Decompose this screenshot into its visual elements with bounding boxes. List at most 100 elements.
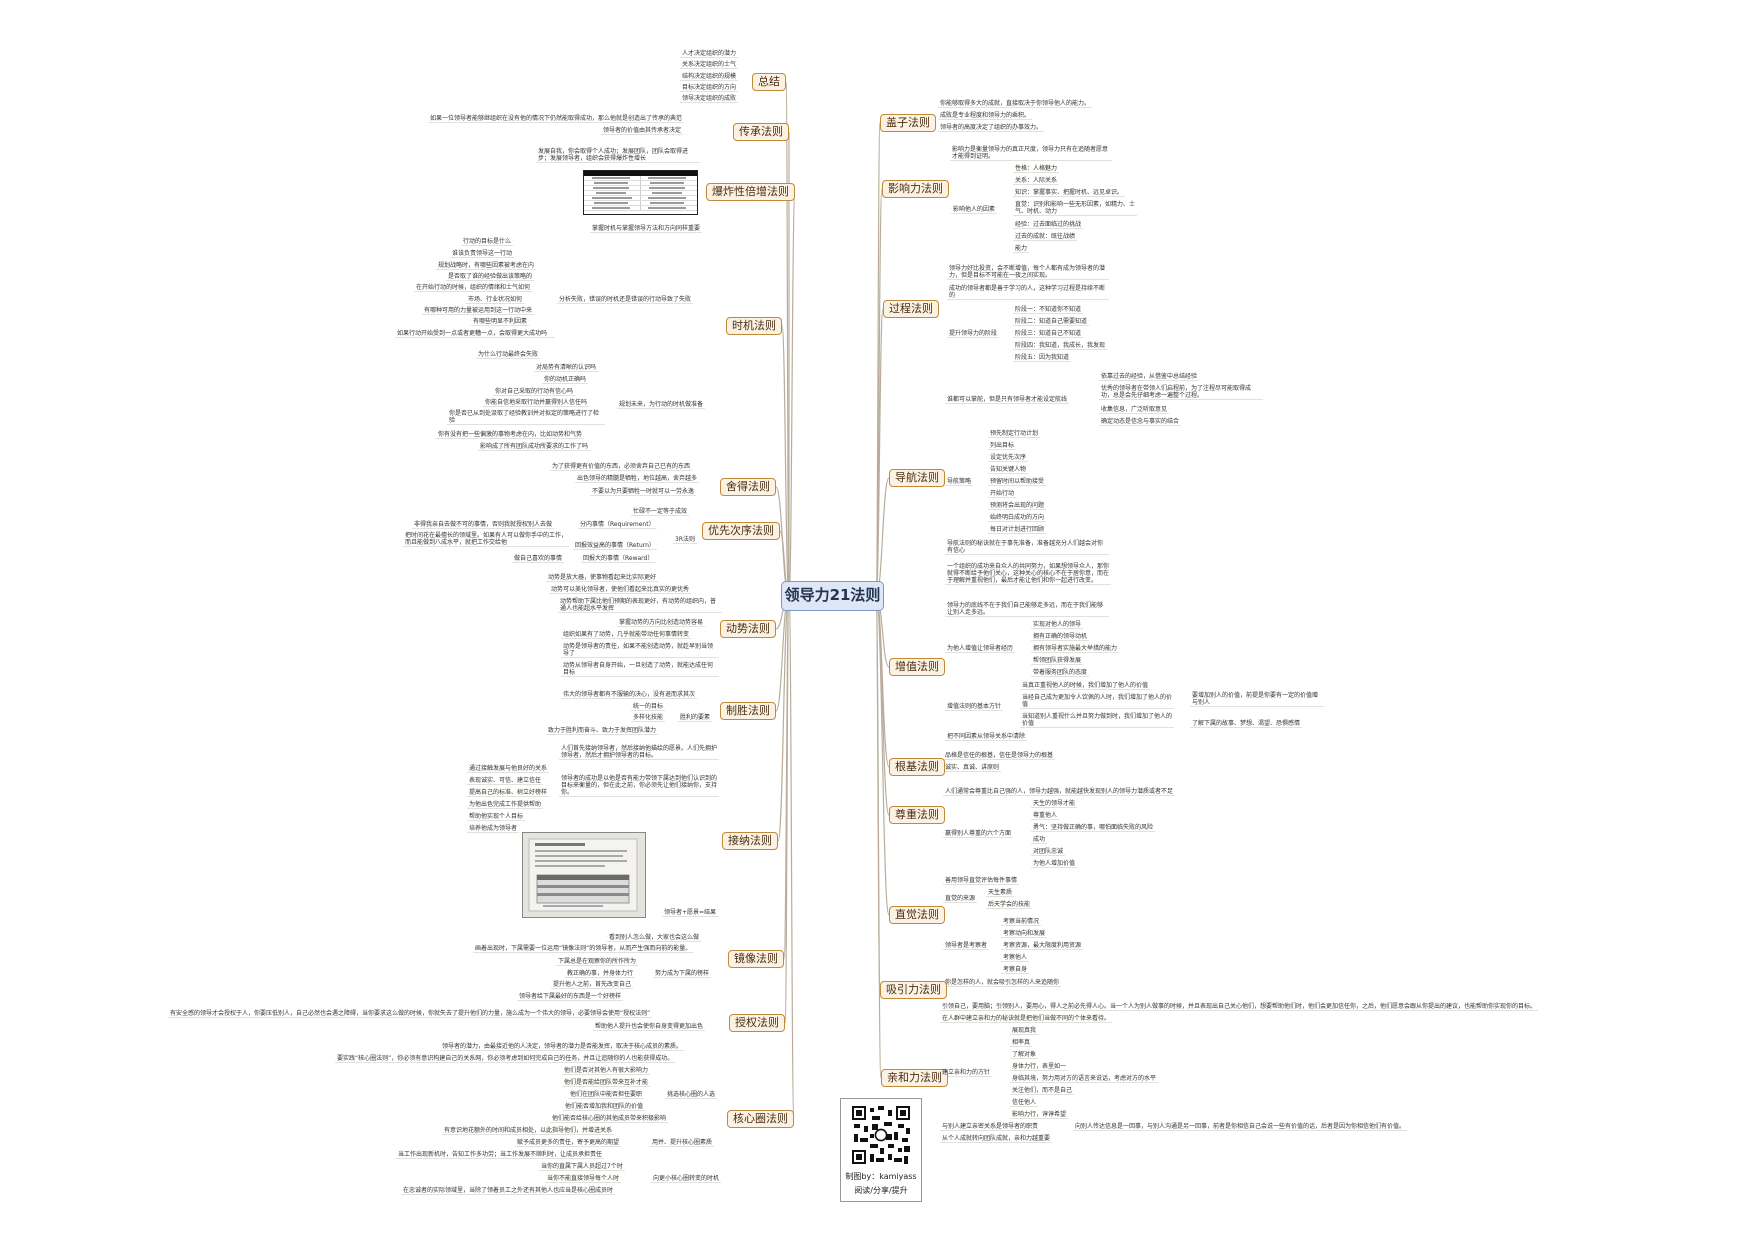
leaf: 如果一位领导者能够继组织在没有他的情况下仍然能取得成功，那么他就是创造出了传承的… [430,115,683,122]
leaf: 为他出色完成工作提供帮助 [469,801,542,808]
connector-line [788,191,796,597]
leaf: 赢得别人尊重的六个方面 [945,830,1012,837]
leaf: 设定优先次序 [990,454,1027,461]
leaf: 掌握动势的方向比创造动势容易 [619,619,704,626]
leaf: 非得我亲自去做不可的事情，否则我就授权别人去做 [414,521,553,528]
leaf: 影响力行，谆谆希望 [1012,1111,1067,1118]
leaf: 领导力好比投资，会不断增值，每个人都有成为领导者的潜力，但是目标不可能在一夜之间… [949,265,1106,279]
leaf: 为了获得更有价值的东西，必须舍弃自己已有的东西 [552,463,691,470]
topic-dongshi[interactable]: 动势法则 [720,620,776,638]
leaf: 直觉：识别和影响一些无形因素，如精力、士气、时机、动力 [1015,201,1136,215]
topic-yingxiangli[interactable]: 影响力法则 [882,180,949,198]
leaf: 致力于胜利而奋斗、致力于发挥团队潜力 [548,727,657,734]
leaf: 他们是否能给团队带来互补才能 [564,1079,649,1086]
topic-shede[interactable]: 舍得法则 [720,478,776,496]
topic-guocheng[interactable]: 过程法则 [883,300,939,318]
leaf: 收集信息，广泛听取意见 [1101,406,1168,413]
leaf: 相率真 [1012,1039,1031,1046]
topic-zongjie[interactable]: 总结 [752,73,786,91]
leaf: 帮助他实现个人目标 [469,813,524,820]
leaf: 出色领导的精髓是牺牲，地位越高，舍弃越多 [577,475,698,482]
leaf: 赋予成员更多的责任，寄予更高的期望 [517,1139,620,1146]
connector-line [788,595,795,1120]
topic-gaizi[interactable]: 盖子法则 [880,114,936,132]
credit-author: 制图by：kamiyass [845,1172,917,1181]
leaf: 人们通常会尊重比自己强的人，领导力越强，就能越快发现别人的领导力潜质或者不足 [945,788,1174,795]
leaf: 影响成了所有团队成功所要求的工作了吗 [480,443,589,450]
leaf: 动势可以美化领导者，使他们看起来比真实的更优秀 [551,586,690,593]
topic-zhijue[interactable]: 直觉法则 [889,906,945,924]
qr-code-icon [850,1104,912,1166]
topic-zengzhi[interactable]: 增值法则 [889,658,945,676]
leaf: 阶段三：知道自己不知道 [1015,330,1082,337]
leaf: 考察他人 [1003,954,1028,961]
leaf: 他们在团队中能否担任要职 [570,1091,643,1098]
leaf: 伟大的领导者都有不服输的决心，没有退而求其次 [563,691,696,698]
topic-daohang[interactable]: 导航法则 [889,469,945,487]
leaf: 阶段四：我知道，我成长，我发现 [1015,342,1106,349]
leaf: 掌握时机与掌握领导方法和方向同样重要 [592,225,701,232]
topic-shouquan[interactable]: 授权法则 [729,1014,785,1032]
topic-jingxiang[interactable]: 镜像法则 [728,950,784,968]
topic-youxian[interactable]: 优先次序法则 [702,522,780,540]
topic-baozhaxing[interactable]: 爆炸性倍增法则 [706,183,795,201]
leaf: 他们是否对其他人有很大影响力 [564,1067,649,1074]
leaf: 向更小核心圈转变的时机 [653,1175,720,1182]
topic-chuancheng[interactable]: 传承法则 [733,123,789,141]
topic-shiji[interactable]: 时机法则 [726,317,782,335]
leaf: 你的动机正确吗 [544,376,587,383]
topic-genji[interactable]: 根基法则 [889,758,945,776]
leaf: 人们首先接纳领导者，然后接纳他描绘的愿景。人们先拥护领导者，然后才拥护领导者的目… [561,745,718,759]
leaf: 领导者的高度决定了组织的办事效力。 [940,124,1043,131]
leaf: 要增加别人的价值，前提是你要有一定的价值赠与别人 [1192,692,1319,706]
leaf: 展现真我 [1012,1027,1037,1034]
topic-hexinquan[interactable]: 核心圈法则 [727,1110,794,1128]
leaf: 拥有领导者实施最大举措的能力 [1033,645,1118,652]
leaf: 导航法则的秘诀就在于事先准备，准备越充分人们越会对你有信心 [947,540,1104,554]
leaf: 是否取了谁的经验做出该策略的 [448,273,533,280]
leaf: 有安全感的领导才会授权于人，你要压低别人，自己必然也会遇之障碍，当你要求这么做的… [170,1010,651,1017]
leaf: 一个组织的成功来自众人的共同努力，如果想领导众人，那你就得不断给予他们关心，这种… [947,563,1110,584]
leaf: 引领自己，要用脑；引领别人，要用心，得人之前必先得人心。当一个人为别人做事的时候… [942,1003,1537,1010]
leaf: 阶段二：知道自己需要知道 [1015,318,1088,325]
leaf: 为他人增值让领导者经历 [947,645,1014,652]
leaf: 导航策略 [947,478,972,485]
leaf: 帮助他人提升也会使你自身变得更加出色 [595,1023,704,1030]
leaf: 了解下属的故事、梦想、渴望、恐惧感情 [1192,720,1301,727]
topic-shisheng[interactable]: 制胜法则 [720,702,776,720]
leaf: 你是否已从到处汲取了经验教训并对拟定的策略进行了检验 [449,410,600,424]
leaf: 画着出现时，下属需要一位运用“镜像法则”的领导者，从而产生强而向前的能量。 [475,945,692,952]
topic-qinheli[interactable]: 亲和力法则 [881,1069,948,1087]
leaf: 尊重他人 [1033,812,1058,819]
leaf: 努力成为下属的榜样 [655,970,710,977]
leaf: 向别人传达信息是一回事，与别人沟通是另一回事，前者是你相信自己会说一些有价值的话… [1075,1123,1406,1130]
leaf: 领导者的价值由其传承者决定 [603,127,682,134]
connector-line [784,595,790,1024]
leaf: 告知关键人物 [990,466,1027,473]
leaf: 依靠过去的经验，从借鉴中总结经验 [1101,373,1198,380]
leaf: 人才决定组织的潜力 [682,50,737,57]
leaf: 后天学会的技能 [988,901,1031,908]
leaf: 领导者的成功是以他是否有能力带领下属达到他们认识到的目标来衡量的，但在此之前，你… [561,775,718,796]
leaf: 身临其境，努力用对方的语言来说话，考虑对方的水平 [1012,1075,1157,1082]
credit-card: 制图by：kamiyass 阅读/分享/提升 [840,1098,922,1202]
leaf: 行动的目标是什么 [463,238,512,245]
leaf: 帮领团队获得发展 [1033,657,1082,664]
leaf: 你能够取得多大的成就，直接取决于你领导他人的能力。 [940,100,1091,107]
topic-zunzhong[interactable]: 尊重法则 [889,806,945,824]
leaf: 分内事情（Requirement） [580,521,655,528]
leaf: 品格是信任的根基，信任是领导力的根基 [945,752,1054,759]
leaf: 动势是领导者的责任，如果不能创造动势，就趁早别当领导了 [563,643,714,657]
leaf: 考察当前情况 [1003,918,1040,925]
leaf: 关系：人际关系 [1015,177,1058,184]
leaf: 成败是专业程度和领导力的乘积。 [940,112,1031,119]
leaf: 始终明白成功的方向 [990,514,1045,521]
root-topic[interactable]: 领导力21法则 [781,581,884,611]
leaf: 经验：过去面临过的挑战 [1015,221,1082,228]
topic-jiena[interactable]: 接纳法则 [722,832,778,850]
leaf: 成功的领导者都是善于学习的人，这种学习过程是持续不断的 [949,285,1106,299]
topic-xiyinli[interactable]: 吸引力法则 [880,981,947,999]
leaf: 确定动态是信念与事实的结合 [1101,418,1180,425]
leaf: 提升领导力的阶段 [949,330,998,337]
